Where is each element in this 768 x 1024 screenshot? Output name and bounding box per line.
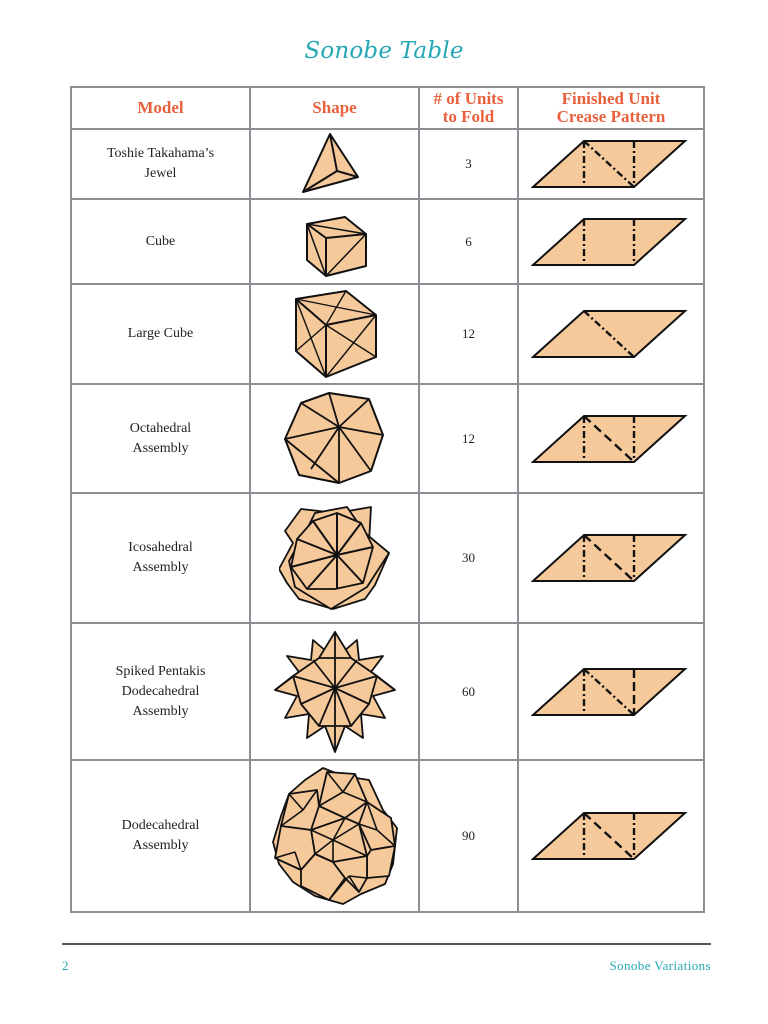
units-value: 90 <box>418 759 519 913</box>
crease-pattern-icon <box>531 310 688 358</box>
crease-cell <box>517 759 705 913</box>
crease-pattern-icon <box>531 667 688 716</box>
tetrahedron-icon <box>301 133 359 193</box>
model-line: Cube <box>145 233 176 249</box>
header-crease: Finished Unit Crease Pattern <box>517 86 705 130</box>
large-cube-icon <box>294 290 377 378</box>
page-title: Sonobe Table <box>304 38 464 64</box>
model-name: Dodecahedral Assembly <box>70 759 251 913</box>
header-model: Model <box>70 86 251 130</box>
dodecahedral-assembly-icon <box>271 767 398 905</box>
table-row: Octahedral Assembly <box>70 383 705 494</box>
page-number: 2 <box>62 958 69 973</box>
crease-cell <box>517 283 705 385</box>
crease-pattern-icon <box>531 217 688 266</box>
crease-pattern-icon <box>531 534 688 582</box>
model-line: Dodecahedral <box>121 683 200 699</box>
model-line: Octahedral <box>129 420 192 436</box>
crease-cell <box>517 383 705 494</box>
shape-cell <box>249 383 420 494</box>
model-line: Jewel <box>144 166 177 181</box>
crease-cell <box>517 198 705 285</box>
units-value: 6 <box>418 198 519 285</box>
header-crease-line2: Crease Pattern <box>556 107 666 126</box>
crease-pattern-icon <box>531 414 688 463</box>
units-value: 30 <box>418 492 519 624</box>
octahedral-assembly-icon <box>283 391 384 484</box>
model-name: Octahedral Assembly <box>70 383 251 494</box>
units-value: 3 <box>418 128 519 200</box>
cube-icon <box>305 215 367 277</box>
shape-cell <box>249 622 420 761</box>
model-line: Assembly <box>132 440 189 456</box>
crease-cell <box>517 492 705 624</box>
header-crease-line1: Finished Unit <box>561 89 661 108</box>
table-row: Spiked Pentakis Dodecahedral Assembly <box>70 622 705 761</box>
units-value: 12 <box>418 283 519 385</box>
model-name: Spiked Pentakis Dodecahedral Assembly <box>70 622 251 761</box>
table-row: Cube 6 <box>70 198 705 285</box>
model-line: Dodecahedral <box>121 818 200 833</box>
table-header-row: Model Shape # of Units to Fold Finished … <box>70 86 705 130</box>
model-name: Toshie Takahama’s Jewel <box>70 128 251 200</box>
shape-cell <box>249 492 420 624</box>
spiked-pentakis-icon <box>273 630 396 753</box>
model-line: Large Cube <box>127 326 194 341</box>
icosahedral-assembly-icon <box>278 506 390 610</box>
sonobe-table: Model Shape # of Units to Fold Finished … <box>70 86 705 913</box>
table-row: Toshie Takahama’s Jewel 3 <box>70 128 705 200</box>
header-units-line2: to Fold <box>442 107 495 126</box>
crease-cell <box>517 622 705 761</box>
table-row: Large Cube <box>70 283 705 385</box>
running-title: Sonobe Variations <box>609 958 711 973</box>
model-line: Assembly <box>132 703 189 719</box>
header-shape: Shape <box>249 86 420 130</box>
table-row: Icosahedral Assembly <box>70 492 705 624</box>
shape-cell <box>249 283 420 385</box>
model-line: Spiked Pentakis <box>115 663 206 679</box>
model-name: Large Cube <box>70 283 251 385</box>
model-line: Toshie Takahama’s <box>106 146 215 161</box>
shape-cell <box>249 759 420 913</box>
header-units-line1: # of Units <box>433 89 504 108</box>
crease-pattern-icon <box>531 812 688 860</box>
units-value: 60 <box>418 622 519 761</box>
model-line: Icosahedral <box>128 540 193 555</box>
model-line: Assembly <box>132 560 189 575</box>
footer-divider <box>62 943 711 945</box>
header-units: # of Units to Fold <box>418 86 519 130</box>
crease-cell <box>517 128 705 200</box>
model-name: Icosahedral Assembly <box>70 492 251 624</box>
model-name: Cube <box>70 198 251 285</box>
model-line: Assembly <box>132 838 189 853</box>
shape-cell <box>249 128 420 200</box>
table-row: Dodecahedral Assembly <box>70 759 705 913</box>
units-value: 12 <box>418 383 519 494</box>
shape-cell <box>249 198 420 285</box>
crease-pattern-icon <box>531 140 688 188</box>
